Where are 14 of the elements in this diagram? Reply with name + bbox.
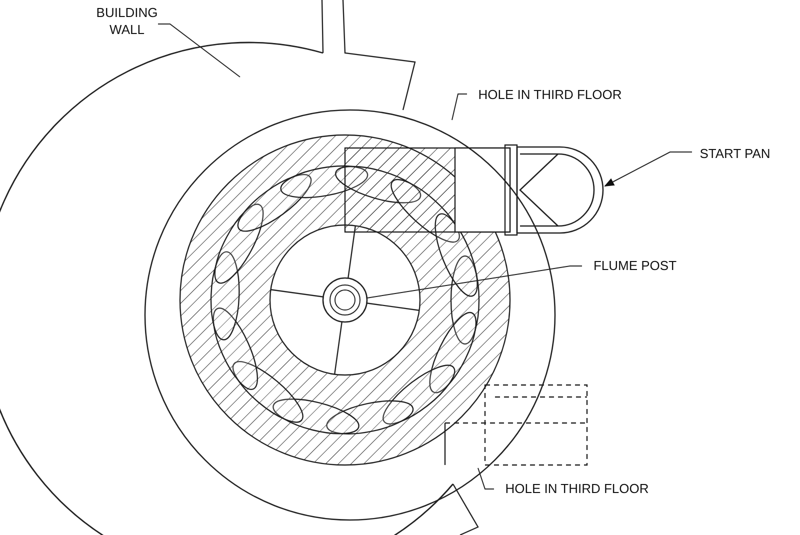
part-label: BUILDING WALL [95,4,159,38]
part-label: FLUME POST [585,257,685,274]
leader-line [158,24,240,78]
part-label: HOLE IN THIRD FLOOR [470,86,630,103]
leader-line [452,94,468,120]
leader-line [478,468,494,490]
leader-line [366,266,582,298]
part-label: START PAN [695,145,775,162]
building-wall [0,42,454,535]
part-label: HOLE IN THIRD FLOOR [497,480,657,497]
start-pan [516,146,604,234]
floor-hole-outline [144,109,556,521]
flume-post [322,277,368,323]
leader-line [604,152,692,186]
